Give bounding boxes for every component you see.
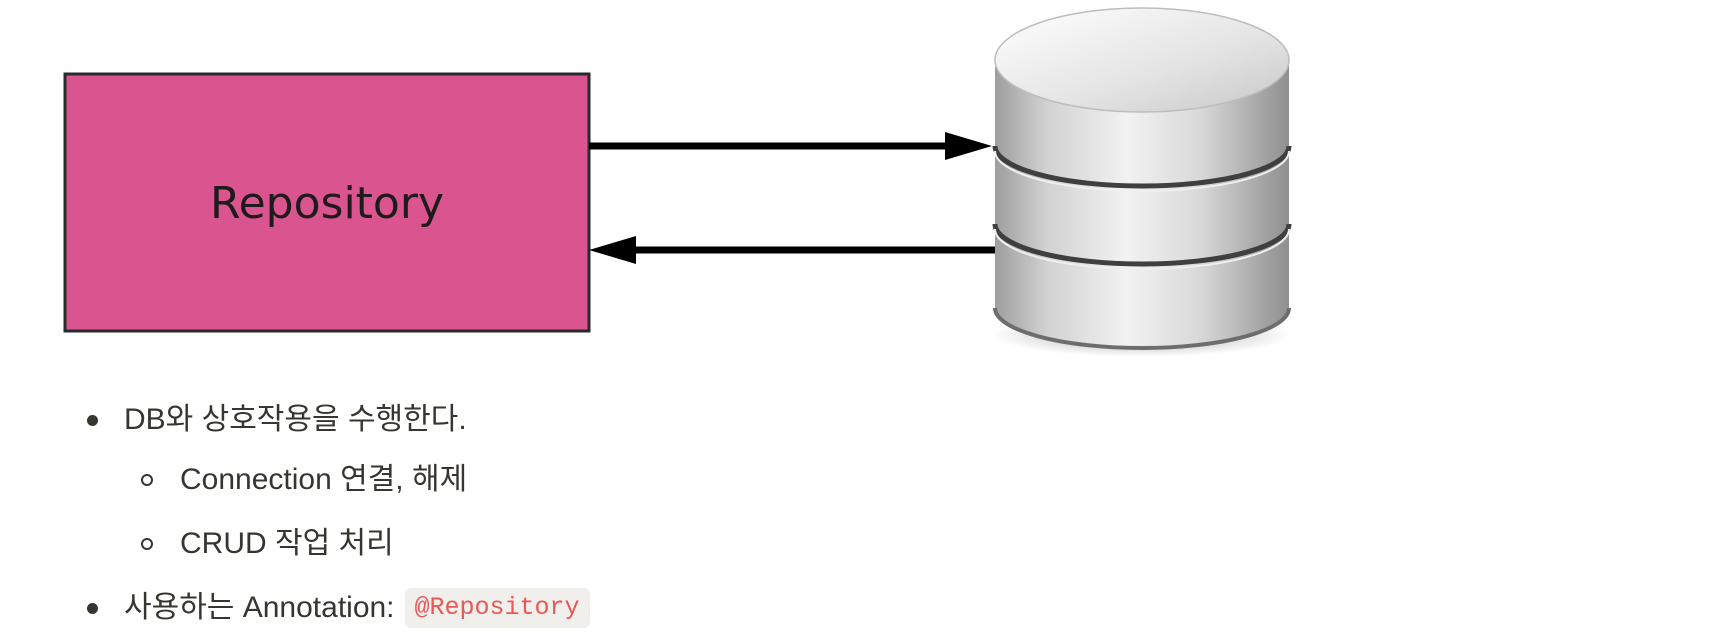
repository-box: Repository [63, 72, 591, 333]
repository-db-diagram: Repository [63, 7, 1292, 357]
bullet-disc-icon [87, 603, 98, 614]
bullet-disc-icon [87, 415, 98, 426]
list-item-text: Connection 연결, 해제 [180, 463, 468, 496]
list-item: Connection 연결, 해제 [180, 460, 467, 500]
repository-label: Repository [210, 178, 444, 229]
bullet-circle-icon [141, 538, 153, 550]
description-list: DB와 상호작용을 수행한다. Connection 연결, 해제 CRUD 작… [0, 390, 1712, 640]
request-arrow [589, 132, 992, 160]
inline-code: @Repository [404, 588, 590, 628]
diagram-canvas: Repository [63, 7, 1292, 357]
list-item: CRUD 작업 처리 [180, 524, 394, 564]
database-cylinder-icon [992, 7, 1292, 357]
list-item: 사용하는 Annotation: @Repository [124, 588, 590, 628]
list-item-text: CRUD 작업 처리 [180, 527, 394, 560]
list-item-text: 사용하는 Annotation: [124, 591, 395, 624]
list-item-text: DB와 상호작용을 수행한다. [124, 403, 467, 436]
bullet-circle-icon [141, 474, 153, 486]
response-arrow [589, 236, 995, 264]
list-item: DB와 상호작용을 수행한다. [124, 400, 467, 440]
